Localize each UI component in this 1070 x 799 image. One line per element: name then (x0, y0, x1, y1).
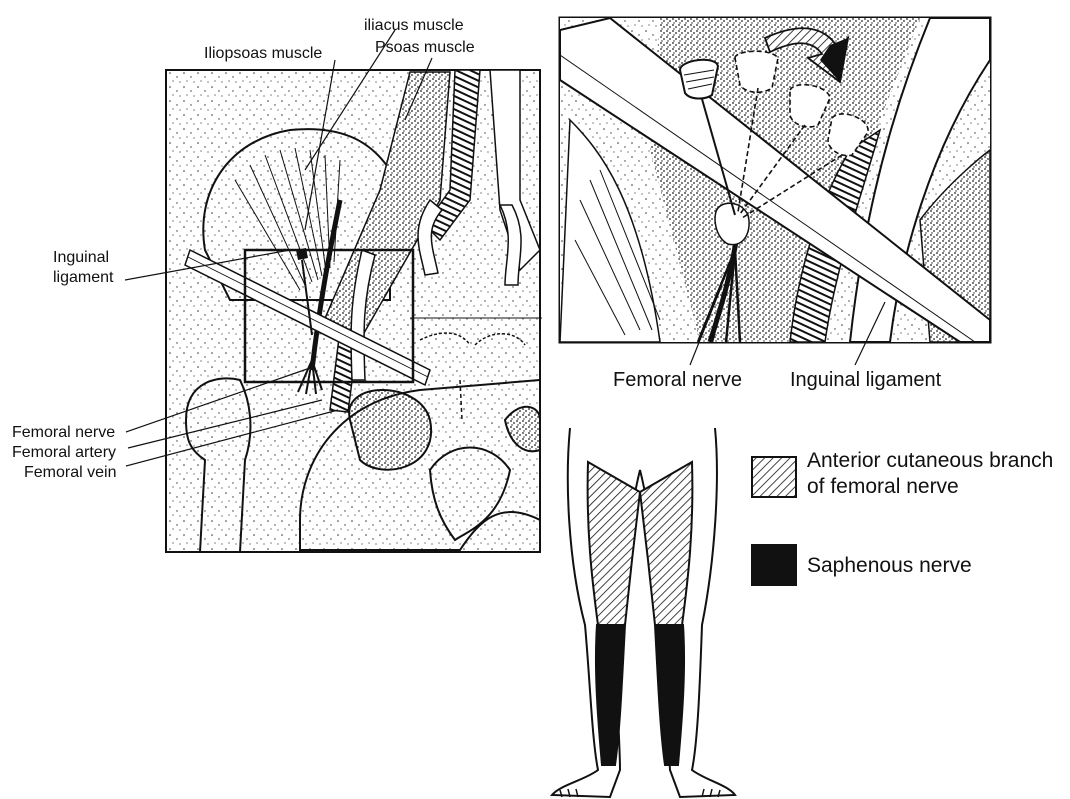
label-inset-inguinal-ligament: Inguinal ligament (790, 369, 942, 391)
magnified-inset-panel (560, 18, 990, 342)
label-psoas: Psoas muscle (375, 39, 475, 56)
pelvis-anatomy-panel (166, 70, 542, 552)
label-inguinal-line2: ligament (53, 269, 114, 286)
label-femoral-artery: Femoral artery (12, 444, 116, 461)
legend-swatch-solid (752, 545, 796, 585)
obturator-foramen (349, 390, 431, 470)
right-saphenous-area (655, 625, 684, 765)
left-saphenous-area (596, 625, 625, 765)
label-femoral-nerve: Femoral nerve (12, 424, 115, 441)
legend-label-anterior-line1: Anterior cutaneous branch (807, 449, 1053, 472)
label-inguinal-line1: Inguinal (53, 249, 109, 266)
label-femoral-vein: Femoral vein (24, 464, 116, 481)
legend-label-anterior-line2: of femoral nerve (807, 475, 959, 498)
legend-label-saphenous: Saphenous nerve (807, 554, 972, 577)
label-inset-femoral-nerve: Femoral nerve (613, 369, 742, 391)
left-anterior-cutaneous-area (588, 462, 640, 625)
label-iliacus: iliacus muscle (364, 17, 464, 34)
legs-dermatome-figure (552, 428, 735, 797)
legend: Anterior cutaneous branch of femoral ner… (752, 449, 1053, 585)
legend-swatch-hatched (752, 457, 796, 497)
label-iliopsoas: Iliopsoas muscle (204, 45, 322, 62)
right-anterior-cutaneous-area (640, 462, 692, 625)
legs-outline (552, 428, 735, 797)
syringe-hub (680, 60, 718, 99)
